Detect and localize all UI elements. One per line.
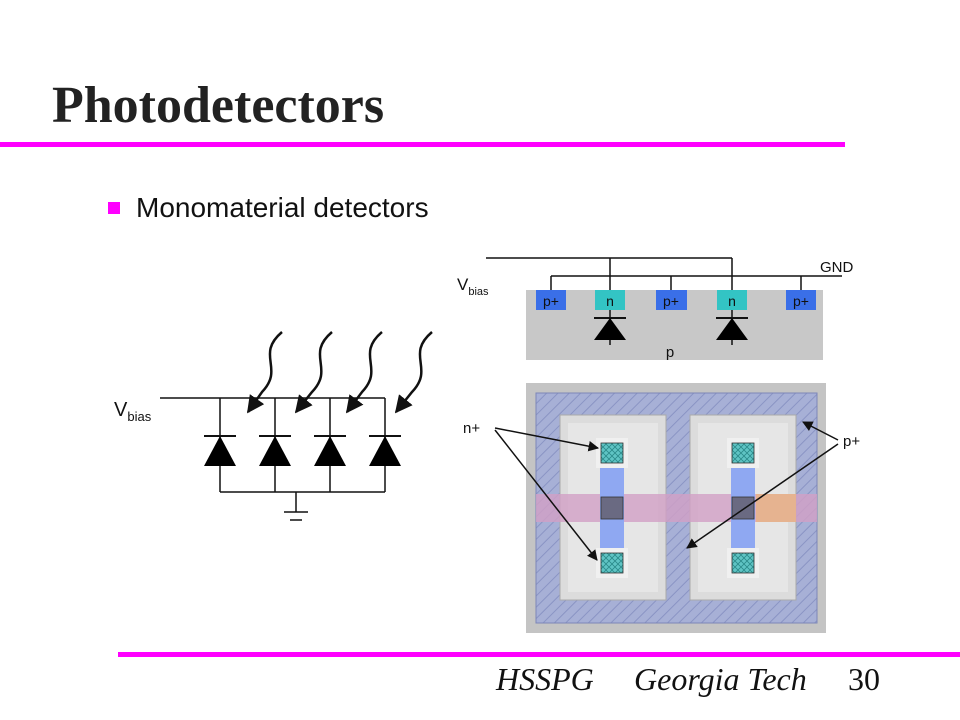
gnd-label: GND [820,259,854,276]
cross-section-vbias-label: Vbias [457,275,489,298]
region-label-n-2: n [728,293,736,309]
region-label-p-plus-3: p+ [793,293,809,309]
region-p-plus-2 [656,290,687,310]
photodiode-1 [204,435,236,466]
n-plus-arrow-1 [494,427,600,452]
photodiode-4 [369,435,401,466]
region-label-n-1: n [606,293,614,309]
n-plus-arrow-2 [494,429,598,561]
title-underline [0,142,845,147]
n-plus-contact-4 [731,552,755,574]
diode-symbol-1 [594,310,626,345]
diode-symbol-2 [716,310,748,345]
n-plus-contact-2 [731,442,755,464]
n-plus-contact-1 [600,442,624,464]
n-plus-label: n+ [463,420,480,437]
photodiode-3 [314,435,346,466]
light-ray-2 [294,331,333,414]
p-plus-arrow-1 [802,421,839,441]
bullet-text: Monomaterial detectors [136,192,429,223]
bullet-marker-icon [108,202,120,214]
device-layout-view: n+ p+ [463,383,860,633]
light-ray-4 [394,331,433,414]
device-cross-section: p+ n p+ n p+ p Vbias GND [457,257,854,361]
region-p-plus-1 [536,290,566,310]
photodiode-2 [259,435,291,466]
region-label-p-plus-1: p+ [543,293,559,309]
page-title: Photodetectors [52,77,385,134]
page-number: 30 [848,661,880,697]
n-plus-contact-3 [600,552,624,574]
center-contact-1 [600,496,624,520]
light-ray-3 [345,331,383,414]
center-contact-2 [731,496,755,520]
bullet-item: Monomaterial detectors [108,192,429,224]
region-label-p-plus-2: p+ [663,293,679,309]
p-plus-label: p+ [843,433,860,450]
footer-rule [118,652,960,657]
p-plus-arrow-2 [686,443,839,549]
region-n-1 [595,290,625,310]
light-ray-1 [246,331,283,414]
region-p-plus-3 [786,290,816,310]
region-n-2 [717,290,747,310]
circuit-vbias-label: Vbias [114,399,152,424]
footer-org: HSSPG [496,661,594,697]
photodiode-array-circuit: Vbias [114,331,433,521]
ground-symbol [284,492,308,521]
substrate-label: p [666,344,674,361]
footer-school: Georgia Tech [634,661,807,697]
